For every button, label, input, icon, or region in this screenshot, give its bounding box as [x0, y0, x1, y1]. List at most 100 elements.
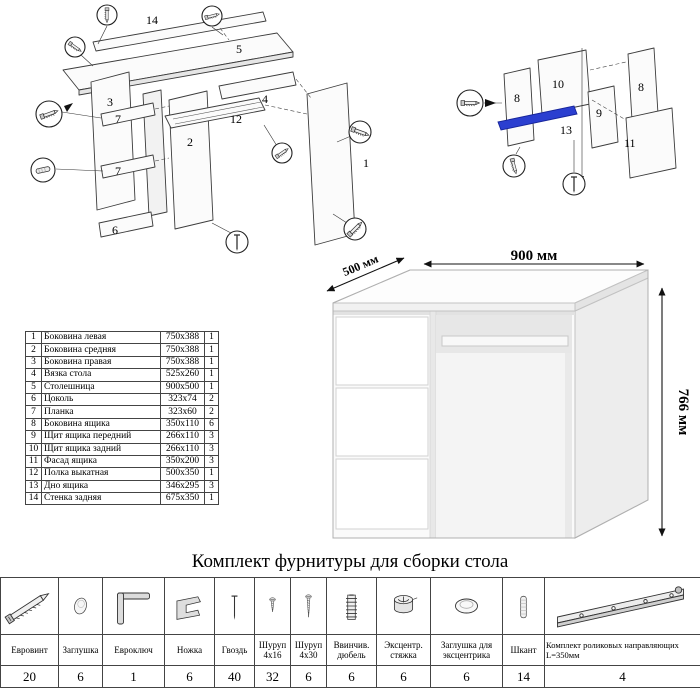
screw-callout [64, 36, 86, 58]
part-name: Столешница [41, 380, 161, 394]
desk-divider [429, 310, 437, 539]
middle-side-panel [142, 89, 168, 217]
part-number: 11 [25, 454, 42, 469]
parts-table-row: 8 Боковина ящика 350x110 6 [25, 417, 219, 432]
parts-table-row: 12 Полка выкатная 500x350 1 [25, 467, 219, 481]
desk-right-side [574, 277, 649, 539]
main-assembly-exploded-diagram: 14 5 3 7 7 6 2 12 4 1 [30, 4, 372, 254]
part-name: Боковина правая [41, 355, 161, 370]
drawer-fastener-callouts [456, 89, 586, 196]
hardware-name: Заглушка [58, 634, 103, 666]
hardware-name: Заглушка для эксцентрика [430, 634, 503, 666]
part-qty: 1 [204, 330, 219, 345]
part-label-1: 1 [363, 156, 369, 170]
callout-leader-lines [55, 25, 352, 234]
part-size: 266x110 [160, 430, 205, 444]
part-label-11: 11 [624, 136, 636, 150]
plank-bottom [100, 154, 156, 179]
wood-dowel-icon [520, 595, 527, 619]
hardware-qty: 1 [102, 665, 165, 688]
part-name: Фасад ящика [41, 454, 161, 469]
part-number: 13 [25, 479, 42, 494]
part-size: 750x388 [160, 330, 205, 345]
part-size: 900x500 [160, 380, 205, 394]
part-number: 1 [25, 330, 42, 345]
part-size: 525x260 [160, 368, 205, 382]
drawer-facade [625, 107, 677, 179]
part-label-6: 6 [112, 223, 118, 237]
confirmat-callout [456, 89, 496, 117]
part-name: Боковина средняя [41, 343, 161, 357]
part-size: 323x74 [160, 392, 205, 407]
part-number: 2 [25, 343, 42, 357]
part-name: Щит ящика задний [41, 442, 161, 456]
part-label-10: 10 [552, 77, 564, 91]
part-number: 14 [25, 492, 42, 506]
shelf-rails [172, 101, 264, 125]
parts-table-row: 10 Щит ящика задний 266x110 3 [25, 442, 219, 456]
parts-table-row: 5 Столешница 900x500 1 [25, 380, 219, 394]
parts-table-row: 1 Боковина левая 750x388 1 [25, 330, 219, 345]
part-qty: 1 [204, 368, 219, 382]
part-name: Цоколь [41, 392, 161, 407]
cam-lock-icon [393, 595, 418, 614]
hardware-kit-title: Комплект фурнитуры для сборки стола [191, 551, 509, 572]
screw-callout [343, 217, 367, 241]
part-qty: 1 [204, 355, 219, 370]
height-dimension-label: 766 мм [675, 389, 691, 436]
screw-callout [201, 5, 223, 27]
part-qty: 3 [204, 454, 219, 469]
part-size: 750x388 [160, 355, 205, 370]
width-dimension-label: 900 мм [511, 248, 558, 264]
dimension-lines [326, 257, 666, 537]
cam-cap-icon [455, 598, 478, 614]
hardware-qty: 4 [544, 665, 700, 688]
hardware-names-row: Евровинт Заглушка Евроключ Ножка Гвоздь … [0, 634, 700, 666]
pullout-shelf [164, 97, 266, 129]
leg-icon [176, 596, 201, 620]
parts-table-row: 14 Стенка задняя 675x350 1 [25, 492, 219, 506]
hardware-qty: 6 [376, 665, 431, 688]
fastener-callouts [30, 4, 372, 254]
screw-4x16-icon [269, 597, 276, 612]
part-qty: 1 [204, 380, 219, 394]
screw-in-dowel-icon [346, 594, 357, 620]
hardware-name: Гвоздь [214, 634, 255, 666]
part-size: 350x110 [160, 417, 205, 432]
hardware-qty: 6 [430, 665, 503, 688]
part-qty: 1 [204, 467, 219, 481]
hardware-qty: 32 [254, 665, 291, 688]
hex-key-icon [117, 592, 150, 625]
desk-drawers [335, 316, 429, 530]
knee-space [436, 353, 572, 538]
part-label-8: 8 [514, 91, 520, 105]
nail-callout [562, 172, 586, 196]
parts-table-row: 2 Боковина средняя 750x388 1 [25, 343, 219, 357]
part-label-5: 5 [236, 42, 242, 56]
hardware-qty: 6 [58, 665, 103, 688]
part-name: Дно ящика [41, 479, 161, 494]
part-size: 346x295 [160, 479, 205, 494]
hardware-qty: 40 [214, 665, 255, 688]
hardware-name: Эксцентр. стяжка [376, 634, 431, 666]
hardware-qty: 6 [326, 665, 377, 688]
part-number: 6 [25, 392, 42, 407]
hardware-qty-row: 20 6 1 6 40 32 6 6 6 6 14 4 [0, 665, 700, 688]
dowel-callout [30, 157, 56, 183]
tray-opening [436, 315, 572, 353]
part-name: Полка выкатная [41, 467, 161, 481]
part-qty: 6 [204, 417, 219, 432]
part-qty: 1 [204, 492, 219, 506]
drawer-assembly-guides [589, 61, 627, 121]
hardware-name: Шкант [502, 634, 545, 666]
depth-dimension-label: 500 мм [341, 252, 381, 279]
desk-panels [62, 11, 356, 246]
drawer-front-shield [587, 85, 619, 149]
drawer-bottom-highlighted [497, 105, 578, 131]
part-name: Боковина ящика [41, 417, 161, 432]
part-size: 350x200 [160, 454, 205, 469]
parts-table-row: 6 Цоколь 323x74 2 [25, 392, 219, 407]
assembly-guide-lines [154, 27, 312, 162]
nail-icon [231, 595, 238, 620]
part-label-12: 12 [230, 112, 242, 126]
